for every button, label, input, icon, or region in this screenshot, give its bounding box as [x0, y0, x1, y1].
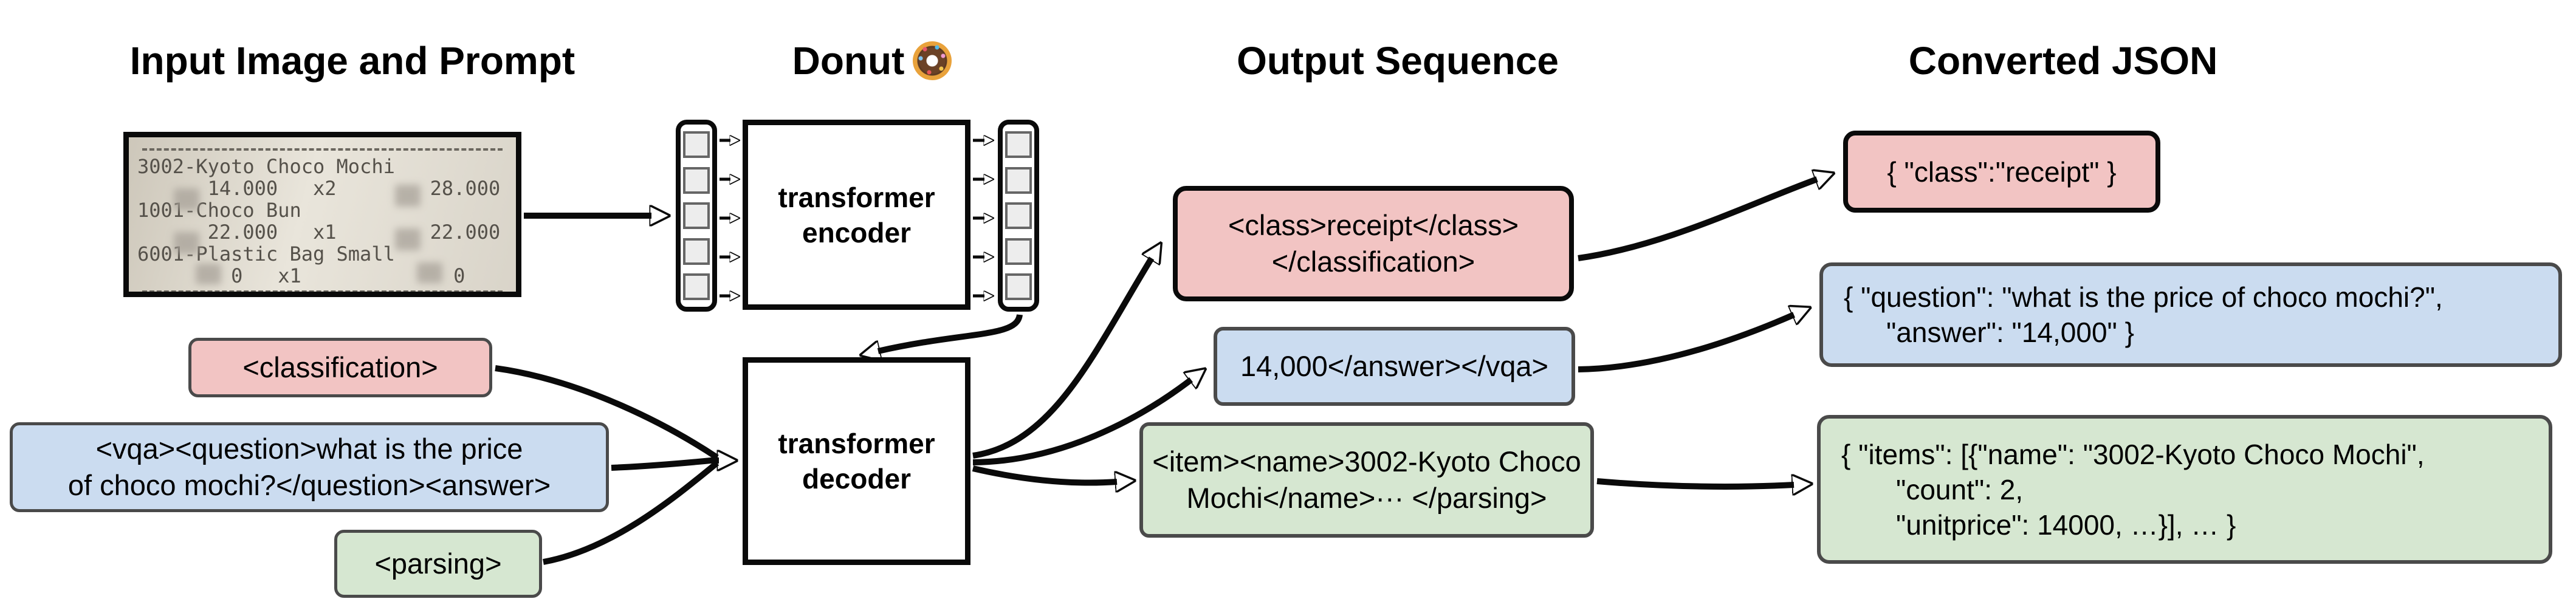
header-converted-json: Converted JSON: [1908, 39, 2218, 83]
json-parsing-box: { "items": [{"name": "3002-Kyoto Choco M…: [1817, 415, 2552, 564]
header-donut: Donut: [757, 35, 987, 86]
patch-token: [683, 238, 710, 265]
prompt-vqa-line2: of choco mochi?</question><answer>: [67, 469, 551, 501]
embedding-token: [1005, 273, 1032, 300]
header-output-sequence: Output Sequence: [1237, 39, 1559, 83]
header-donut-label: Donut: [792, 39, 905, 83]
patch-token: [683, 131, 710, 158]
json-vqa-line1: { "question": "what is the price of choc…: [1844, 281, 2443, 313]
patch-token: [683, 202, 710, 229]
encoder-output-embedding-strip: [998, 120, 1039, 312]
arrow-output-to-json-vqa: [1578, 315, 1794, 372]
prompt-vqa-box: <vqa><question>what is the price of choc…: [10, 422, 609, 512]
embedding-token: [1005, 166, 1032, 194]
receipt-input-image: 3002-Kyoto Choco Mochi 14.000 x2 28.000 …: [123, 132, 521, 297]
redaction-blur: [196, 264, 221, 284]
json-vqa-line2: "answer": "14,000" }: [1886, 317, 2135, 348]
output-classification-line2: </classification>: [1271, 245, 1475, 278]
json-vqa-box: { "question": "what is the price of choc…: [1819, 262, 2562, 367]
prompt-vqa-line1: <vqa><question>what is the price: [95, 433, 523, 465]
embedding-token: [1005, 202, 1032, 229]
json-parsing-line1: { "items": [{"name": "3002-Kyoto Choco M…: [1841, 438, 2425, 470]
receipt-text: 3002-Kyoto Choco Mochi 14.000 x2 28.000 …: [137, 155, 501, 287]
arrow-prompt-vqa-to-decoder: [611, 457, 718, 471]
output-classification-line1: <class>receipt</class>: [1228, 209, 1519, 241]
transformer-encoder-block: transformer encoder: [743, 120, 970, 310]
embedding-token: [1005, 238, 1032, 265]
patch-token: [683, 166, 710, 194]
encoder-input-patch-strip: [676, 120, 717, 312]
output-parsing-line1: <item><name>3002-Kyoto Choco: [1152, 445, 1581, 478]
redaction-blur: [395, 228, 421, 250]
arrow-output-to-json-classification: [1578, 179, 1817, 261]
output-parsing-line2: Mochi</name>··· </parsing>: [1186, 482, 1547, 514]
arrow-embeddings-to-decoder: [878, 313, 1023, 351]
patch-token: [683, 273, 710, 300]
redaction-blur: [395, 185, 421, 207]
donut-emoji-icon: [913, 41, 952, 80]
transformer-decoder-block: transformer decoder: [743, 357, 970, 565]
json-classification-box: { "class":"receipt" }: [1843, 131, 2160, 213]
receipt-perforation-top: [142, 148, 503, 151]
redaction-blur: [417, 262, 442, 283]
prompt-classification-box: <classification>: [188, 338, 492, 397]
prompt-parsing-box: <parsing>: [334, 530, 542, 598]
arrow-decoder-to-output-parsing: [972, 465, 1117, 482]
output-vqa-box: 14,000</answer></vqa>: [1214, 327, 1575, 406]
receipt-perforation-bottom: [142, 290, 503, 292]
redaction-blur: [174, 232, 199, 254]
header-input-image-and-prompt: Input Image and Prompt: [129, 39, 575, 83]
embedding-token: [1005, 131, 1032, 158]
output-classification-box: <class>receipt</class> </classification>: [1173, 186, 1574, 301]
arrow-output-to-json-parsing: [1596, 481, 1794, 487]
json-parsing-line2: "count": 2,: [1896, 473, 2024, 505]
output-parsing-box: <item><name>3002-Kyoto Choco Mochi</name…: [1139, 422, 1594, 538]
redaction-blur: [174, 188, 199, 210]
json-parsing-line3: "unitprice": 14000, …}], … }: [1896, 509, 2236, 541]
